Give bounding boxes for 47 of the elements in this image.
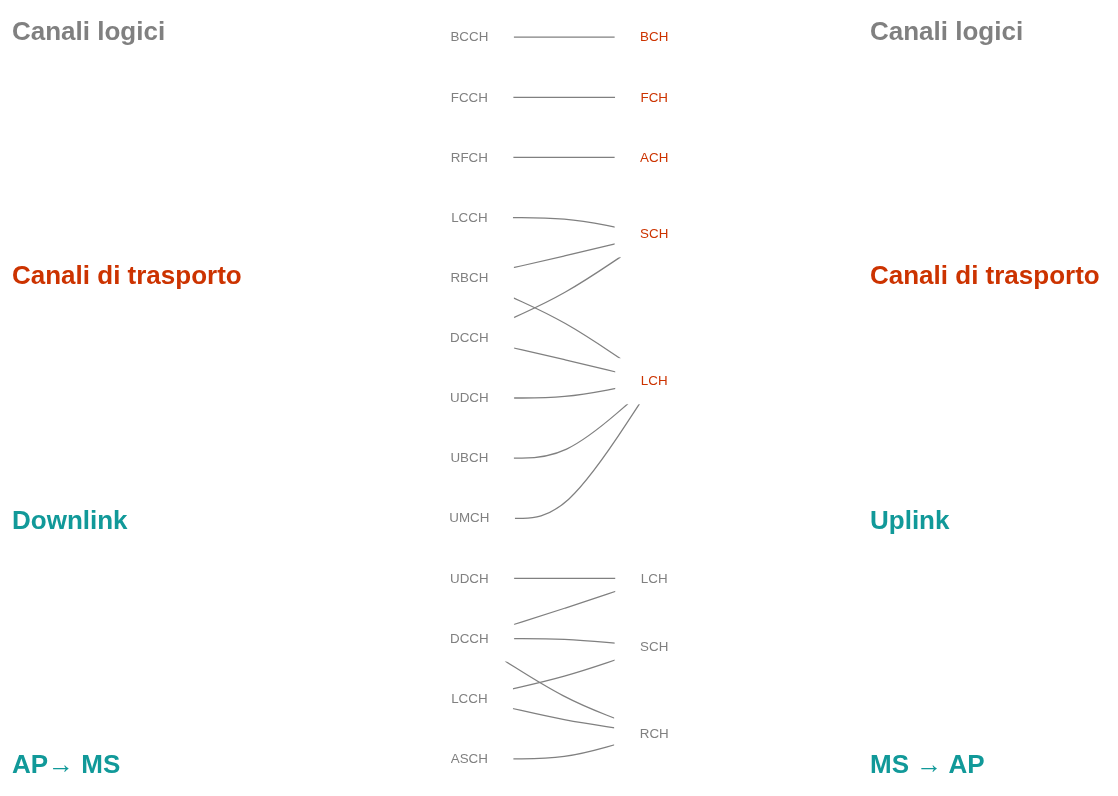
node-text: FCCH [450, 89, 488, 105]
node-text: RCH [639, 726, 669, 741]
connector [512, 96, 617, 98]
connector [512, 297, 622, 360]
direction-subtitle: MS → AP [870, 749, 986, 780]
column-heading: Canali di trasporto [12, 260, 243, 292]
connector [513, 387, 617, 399]
connector [513, 347, 617, 373]
node-text: RFCH [450, 149, 488, 165]
connector [512, 744, 616, 760]
node-text: UDCH [450, 570, 489, 586]
connector [512, 36, 616, 38]
connector [513, 403, 641, 519]
node-text: DCCH [450, 631, 489, 646]
connector [512, 243, 616, 269]
connector [512, 156, 616, 159]
node-text: UMCH [449, 510, 490, 525]
node-text: BCCH [450, 29, 489, 44]
node-text: ACH [640, 149, 669, 165]
column-heading: Canali logici [12, 16, 167, 47]
node-text: LCCH [451, 691, 488, 706]
node-text: LCH [640, 570, 668, 586]
connector [504, 660, 616, 719]
node-text: DCCH [450, 330, 489, 345]
node-text: LCH [640, 373, 668, 388]
node-text: UBCH [450, 450, 489, 465]
node-text: RBCH [450, 270, 489, 285]
node-text: BCH [640, 29, 669, 44]
column-heading: Canali logici [870, 16, 1025, 47]
node-text: ASCH [450, 751, 488, 766]
node-text: SCH [640, 639, 669, 654]
direction-subtitle: AP→ MS [12, 749, 122, 780]
connector [513, 577, 617, 579]
connector [513, 637, 616, 644]
direction-title: Uplink [870, 504, 951, 536]
node-text: LCCH [451, 210, 488, 225]
direction-title: Downlink [12, 504, 129, 536]
connector [512, 403, 629, 459]
node-text: UDCH [450, 390, 489, 405]
connector [512, 217, 616, 228]
column-heading: Canali di trasporto [870, 260, 1101, 292]
connector [513, 590, 617, 626]
connector [512, 707, 616, 729]
connector [512, 659, 616, 690]
node-text: FCH [640, 89, 668, 105]
connector [513, 256, 622, 319]
node-text: SCH [640, 226, 669, 241]
